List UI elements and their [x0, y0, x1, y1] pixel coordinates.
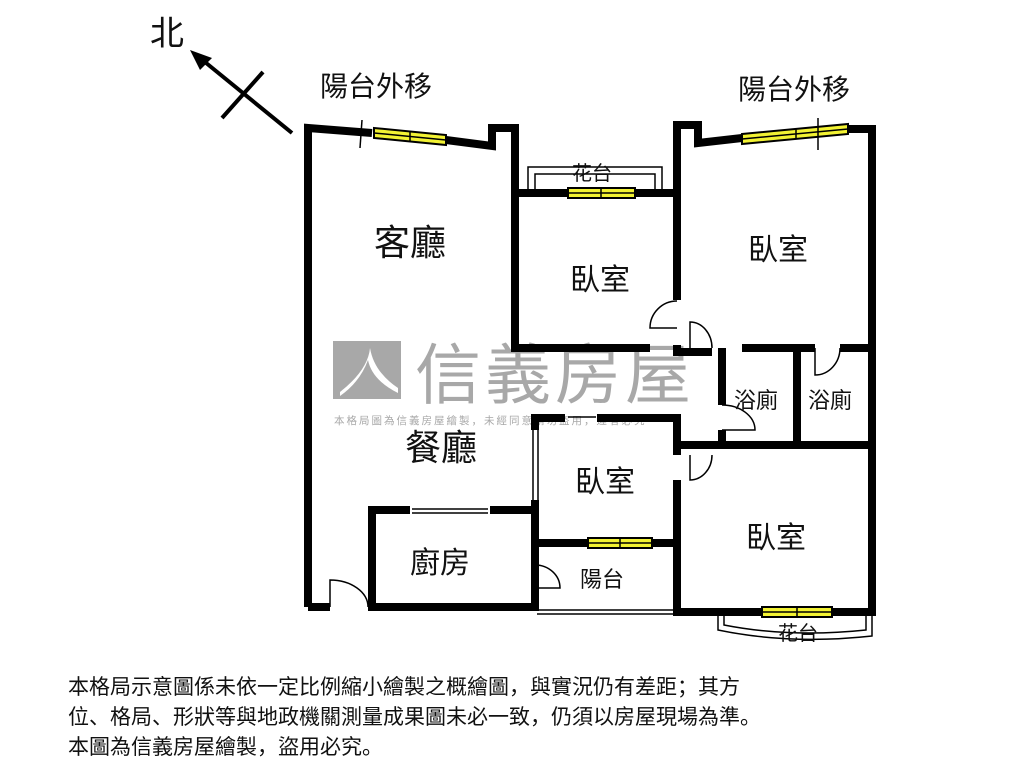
balcony-extension-left-label: 陽台外移	[320, 70, 432, 103]
bath-2-label: 浴廁	[808, 389, 852, 414]
bedroom-master-label: 臥室	[748, 233, 808, 268]
disclaimer-line-1: 本格局示意圖係未依一定比例縮小繪製之概繪圖，與實況仍有差距；其方	[68, 675, 740, 699]
disclaimer-line-3: 本圖為信義房屋繪製，盜用必究。	[68, 735, 383, 759]
dining-room-label: 餐廳	[405, 428, 477, 469]
disclaimer-line-2: 位、格局、形狀等與地政機關測量成果圖未必一致，仍須以房屋現場為準。	[68, 705, 761, 729]
living-room-label: 客廳	[374, 223, 446, 264]
watermark-logo	[333, 341, 401, 399]
watermark-notice: 本格局圖為信義房屋繪製，未經同意請勿盜用，違者必究	[334, 414, 647, 427]
north-compass	[190, 50, 294, 135]
bedroom-lower-label: 臥室	[746, 521, 806, 556]
north-label: 北	[150, 14, 184, 54]
logo-roof-icon	[340, 348, 398, 396]
entrance-door	[329, 579, 369, 608]
north-arrow-icon	[190, 50, 212, 70]
door	[689, 321, 713, 349]
balcony-extension-right-label: 陽台外移	[738, 73, 850, 106]
balcony-label: 陽台	[580, 568, 624, 593]
door	[534, 564, 561, 589]
walls	[304, 121, 876, 616]
door	[721, 404, 756, 431]
door	[814, 347, 841, 376]
doors	[329, 300, 841, 608]
planter-top-label: 花台	[572, 161, 612, 185]
bedroom-middle-label: 臥室	[575, 465, 635, 500]
bedroom-small-label: 臥室	[570, 263, 630, 298]
kitchen-label: 廚房	[410, 546, 470, 581]
planter-bottom-label: 花台	[778, 621, 818, 645]
planters	[412, 166, 873, 641]
door	[689, 454, 713, 481]
door	[649, 300, 678, 329]
bath-1-label: 浴廁	[734, 389, 778, 414]
disclaimer: 本格局示意圖係未依一定比例縮小繪製之概繪圖，與實況仍有差距；其方 位、格局、形狀…	[68, 672, 968, 762]
